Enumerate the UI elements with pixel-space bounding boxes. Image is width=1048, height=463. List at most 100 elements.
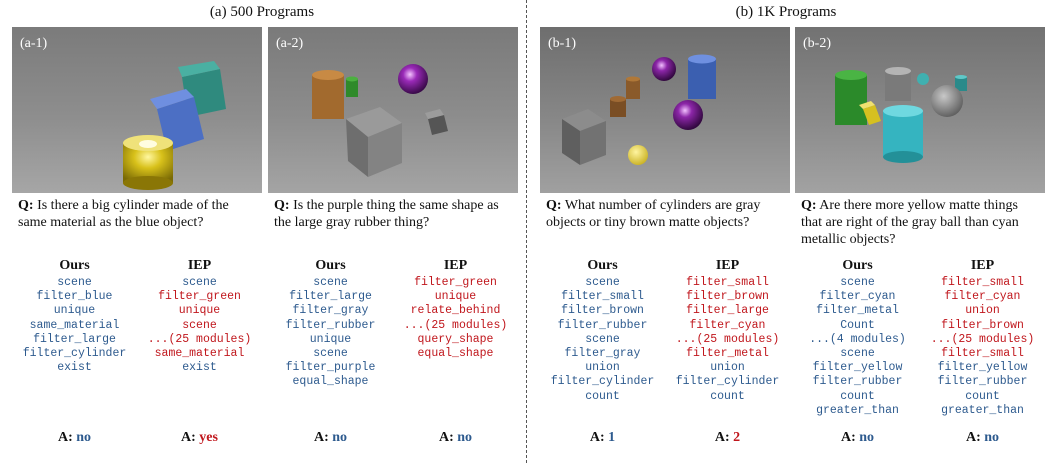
answer-label: A: — [181, 430, 196, 445]
scene-image-b1 — [540, 27, 790, 193]
question-text: Are there more yellow matte things that … — [801, 198, 1019, 247]
group-divider — [526, 0, 527, 463]
answer-iep-a1: A: yes — [137, 430, 262, 446]
program-heading: Ours — [587, 258, 618, 273]
answer-value: yes — [199, 430, 218, 445]
question-prefix: Q: — [274, 198, 290, 213]
question-a2: Q: Is the purple thing the same shape as… — [274, 197, 514, 231]
program-step: unique — [434, 290, 477, 304]
panel-label-b2: (b-2) — [803, 36, 831, 51]
program-step: relate_behind — [410, 304, 501, 318]
program-step: filter_cylinder — [550, 375, 655, 389]
program-step: union — [710, 361, 745, 375]
program-step: filter_brown — [941, 318, 1024, 332]
program-step: query_shape — [417, 332, 494, 346]
program-step: filter_cylinder — [675, 375, 780, 389]
answer-value: no — [457, 430, 473, 445]
program-step: greater_than — [941, 403, 1024, 417]
answer-value: no — [76, 430, 92, 445]
answer-ours-b2: A: no — [795, 430, 920, 446]
program-step: exist — [57, 361, 92, 375]
answer-label: A: — [57, 430, 73, 445]
answer-value: 2 — [733, 430, 741, 445]
program-step: same_material — [29, 318, 120, 332]
question-text: What number of cylinders are gray object… — [546, 198, 761, 230]
program-step: exist — [182, 361, 217, 375]
program-step: union — [585, 361, 620, 375]
program-step: filter_gray — [564, 347, 641, 361]
program-step: filter_cyan — [944, 290, 1021, 304]
program-step: filter_large — [686, 304, 769, 318]
answer-label: A: — [965, 430, 981, 445]
program-step: filter_rubber — [937, 375, 1028, 389]
question-b2: Q: Are there more yellow matte things th… — [801, 197, 1041, 248]
answer-value: 1 — [608, 430, 616, 445]
panel-b1: (b-1) Q: What number of cylinders are gr… — [540, 27, 790, 463]
program-step: unique — [309, 332, 352, 346]
answer-ours-b1: A: 1 — [540, 430, 665, 446]
program-step: union — [965, 304, 1000, 318]
program-step: filter_cyan — [689, 318, 766, 332]
question-prefix: Q: — [801, 198, 817, 213]
answer-ours-a2: A: no — [268, 430, 393, 446]
program-step: scene — [840, 276, 875, 289]
program-step: equal_shape — [417, 347, 494, 361]
program-step: same_material — [154, 347, 245, 361]
program-step: ...(25 modules) — [403, 318, 508, 332]
program-step: filter_green — [158, 290, 241, 304]
panel-a1: (a-1) Q: Is there a big cylinder made of… — [12, 27, 262, 463]
program-step: filter_blue — [36, 290, 113, 304]
scene-image-a1 — [12, 27, 262, 193]
panel-label-a1: (a-1) — [20, 36, 48, 51]
program-step: equal_shape — [292, 375, 369, 389]
program-step: scene — [840, 347, 875, 361]
program-step: filter_purple — [285, 361, 376, 375]
program-step: filter_brown — [686, 290, 769, 304]
group-title-500-programs: (a) 500 Programs — [209, 4, 315, 20]
program-step: filter_yellow — [812, 361, 903, 375]
answer-ours-a1: A: no — [12, 430, 137, 446]
program-step: filter_large — [289, 290, 372, 304]
answer-label: A: — [313, 430, 329, 445]
program-step: count — [965, 389, 1000, 403]
program-step: ...(25 modules) — [930, 332, 1035, 346]
program-step: count — [585, 389, 620, 403]
program-step: filter_rubber — [812, 375, 903, 389]
question-text: Is the purple thing the same shape as th… — [274, 198, 499, 230]
question-text: Is there a big cylinder made of the same… — [18, 198, 229, 230]
program-step: filter_brown — [561, 304, 644, 318]
program-step: count — [840, 389, 875, 403]
program-step: ...(25 modules) — [675, 332, 780, 346]
program-step: scene — [585, 332, 620, 346]
program-step: filter_small — [686, 276, 769, 289]
program-step: filter_metal — [686, 347, 769, 361]
program-step: filter_small — [941, 347, 1024, 361]
program-step: scene — [182, 276, 217, 289]
question-b1: Q: What number of cylinders are gray obj… — [546, 197, 786, 231]
question-prefix: Q: — [546, 198, 562, 213]
answer-label: A: — [438, 430, 454, 445]
program-step: filter_rubber — [285, 318, 376, 332]
panel-a2: (a-2) Q: Is the purple thing the same sh… — [268, 27, 518, 463]
panel-label-b1: (b-1) — [548, 36, 576, 51]
program-step: ...(25 modules) — [147, 332, 252, 346]
program-heading: IEP — [443, 258, 468, 273]
program-heading: Ours — [842, 258, 873, 273]
answer-value: no — [984, 430, 1000, 445]
panel-label-a2: (a-2) — [276, 36, 304, 51]
program-step: scene — [585, 276, 620, 289]
program-step: filter_cylinder — [22, 347, 127, 361]
answer-iep-b2: A: no — [920, 430, 1045, 446]
program-heading: IEP — [187, 258, 212, 273]
program-step: scene — [313, 276, 348, 289]
program-heading: IEP — [970, 258, 995, 273]
group-title-1k-programs: (b) 1K Programs — [735, 4, 837, 20]
program-step: filter_small — [561, 290, 644, 304]
program-step: filter_small — [941, 276, 1024, 289]
